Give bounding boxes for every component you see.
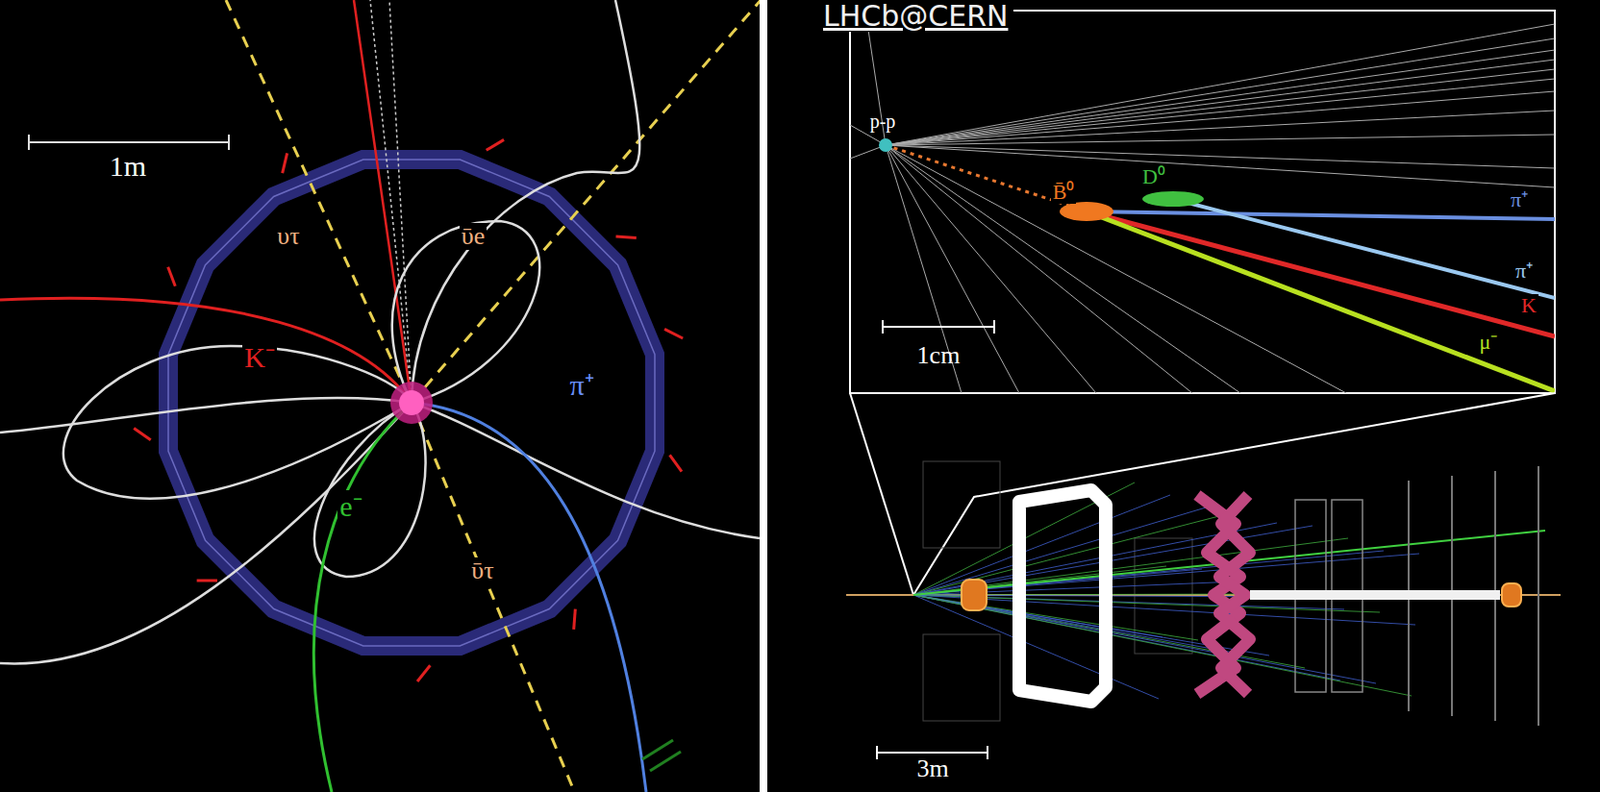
particle-label: e⁻ <box>337 490 364 523</box>
track <box>885 69 1555 146</box>
panel-divider <box>759 0 768 792</box>
hit <box>282 152 288 174</box>
title: LHCb@CERN <box>817 0 1014 32</box>
calorimeter-hits <box>133 139 683 682</box>
track <box>885 78 1555 146</box>
particle-label: D⁰ <box>1140 165 1168 189</box>
hit <box>417 665 430 682</box>
track <box>913 595 1412 697</box>
particle-label: π⁺ <box>1508 188 1530 212</box>
particle-label: ῡτ <box>469 557 496 586</box>
track <box>885 110 1555 146</box>
track <box>913 595 1159 700</box>
particle-label: ῡe <box>459 223 487 251</box>
hit <box>486 139 504 150</box>
track <box>885 145 1097 394</box>
track <box>913 595 1199 641</box>
hit <box>133 428 151 441</box>
particle-label: 1cm <box>915 342 963 371</box>
inset-frame <box>850 10 1555 394</box>
track <box>885 91 1555 146</box>
track <box>885 38 1555 146</box>
particle-label: υτ <box>275 223 301 251</box>
particle-label: π⁺ <box>567 369 596 401</box>
hit <box>168 267 176 287</box>
lhcb-detector <box>846 461 1561 760</box>
hit <box>664 328 683 339</box>
particle-label: 3m <box>914 755 950 784</box>
track <box>885 145 962 394</box>
hit <box>616 236 637 238</box>
track <box>885 145 1020 394</box>
track <box>913 553 1420 596</box>
track <box>885 145 1555 188</box>
particle-label: K <box>1519 294 1539 318</box>
track <box>885 59 1555 146</box>
track <box>885 145 1347 394</box>
track <box>885 24 1555 146</box>
particle-label: p-p <box>868 110 899 132</box>
hit <box>197 578 218 582</box>
track <box>885 145 1193 394</box>
track <box>913 495 1171 596</box>
particle-label: 1m <box>107 150 149 182</box>
track <box>913 507 1206 596</box>
particle-label: π⁺ <box>1513 259 1535 283</box>
belle-event <box>0 0 760 792</box>
particle-label: K⁻ <box>242 341 277 374</box>
hit <box>574 609 576 630</box>
hit <box>670 454 682 472</box>
lhcb-vertex-zoom <box>850 10 1555 394</box>
track <box>885 50 1555 146</box>
particle-label: μ⁻ <box>1477 330 1500 354</box>
track <box>885 145 1555 169</box>
track <box>885 145 1241 394</box>
track <box>885 134 1555 146</box>
particle-label: B̄⁰ <box>1050 180 1077 204</box>
